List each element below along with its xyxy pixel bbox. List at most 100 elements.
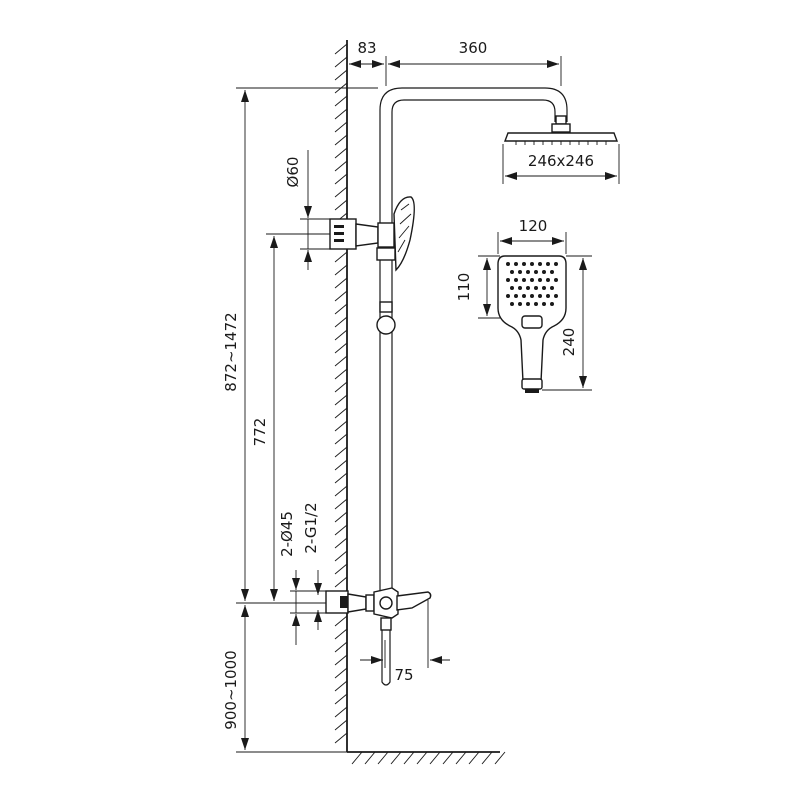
hatch-line <box>334 160 348 172</box>
hatch-line <box>334 498 348 510</box>
dim-arm-length: 360 <box>459 39 488 57</box>
nozzle-dot <box>554 278 558 282</box>
nozzle-dot <box>510 302 514 306</box>
nozzle-dot <box>550 302 554 306</box>
hatch-line <box>334 693 348 705</box>
nozzle-dot <box>530 294 534 298</box>
thermostatic-mixer <box>325 587 432 686</box>
nozzle-dot <box>542 270 546 274</box>
hatch-line <box>334 537 348 549</box>
dim-wall-offset: 83 <box>357 39 376 57</box>
hatch-line <box>334 277 348 289</box>
nozzle-dot <box>550 286 554 290</box>
floor-hatching <box>351 751 506 765</box>
dimension-lines <box>236 56 620 753</box>
hatch-line <box>334 199 348 211</box>
hatch-line <box>334 472 348 484</box>
nozzle-dot <box>534 302 538 306</box>
hatch-line <box>334 147 348 159</box>
riser-pipe <box>379 87 568 592</box>
dim-slide-height: 772 <box>251 418 269 447</box>
hatch-line <box>334 394 348 406</box>
hatch-line <box>334 563 348 575</box>
hatch-line <box>494 751 506 765</box>
hatch-line <box>416 751 428 765</box>
hatch-line <box>390 751 402 765</box>
nozzle-dot <box>542 302 546 306</box>
dim-inlet-thread: 2-G1/2 <box>302 502 320 553</box>
nozzle-dot <box>522 278 526 282</box>
hatch-line <box>334 108 348 120</box>
hatch-line <box>334 355 348 367</box>
nozzle-dot <box>522 294 526 298</box>
hatch-line <box>334 511 348 523</box>
wall <box>334 40 348 752</box>
dim-head-size: 246x246 <box>528 152 594 170</box>
nozzle-dot <box>534 270 538 274</box>
hatch-line <box>377 751 389 765</box>
handshower-on-riser <box>376 196 415 335</box>
hatch-line <box>334 186 348 198</box>
nozzle-dot <box>550 270 554 274</box>
hatch-line <box>334 342 348 354</box>
handshower-nozzles <box>506 262 558 306</box>
hatch-line <box>334 264 348 276</box>
floor <box>347 751 506 765</box>
hatch-line <box>334 420 348 432</box>
hatch-line <box>334 680 348 692</box>
nozzle-dot <box>554 294 558 298</box>
nozzle-dot <box>546 262 550 266</box>
hatch-line <box>334 368 348 380</box>
hatch-line <box>334 641 348 653</box>
hatch-line <box>334 121 348 133</box>
hatch-line <box>455 751 467 765</box>
hatch-line <box>334 251 348 263</box>
hatch-line <box>364 751 376 765</box>
dim-floor-height: 900~1000 <box>222 650 240 729</box>
hatch-line <box>334 433 348 445</box>
hatch-line <box>334 43 348 55</box>
hatch-line <box>334 173 348 185</box>
hatch-line <box>334 69 348 81</box>
dim-handshower-width: 120 <box>519 217 548 235</box>
rain-head-nozzles <box>515 141 607 145</box>
hatch-line <box>334 550 348 562</box>
hatch-line <box>334 316 348 328</box>
hatch-line <box>334 706 348 718</box>
hatch-line <box>334 459 348 471</box>
nozzle-dot <box>534 286 538 290</box>
nozzle-dot <box>506 294 510 298</box>
dim-handshower-head-height: 110 <box>455 273 473 302</box>
wall-hatching <box>334 43 348 744</box>
hatch-line <box>334 485 348 497</box>
nozzle-dot <box>542 286 546 290</box>
nozzle-dot <box>538 262 542 266</box>
hatch-line <box>334 628 348 640</box>
dim-inlet-diameter: 2-Ø45 <box>278 511 296 557</box>
nozzle-dot <box>522 262 526 266</box>
dim-total-height: 872~1472 <box>222 312 240 391</box>
nozzle-dot <box>514 262 518 266</box>
handshower-detail <box>497 255 567 393</box>
hatch-line <box>334 654 348 666</box>
hatch-line <box>334 407 348 419</box>
nozzle-dot <box>530 278 534 282</box>
hatch-line <box>481 751 493 765</box>
nozzle-dot <box>518 286 522 290</box>
nozzle-dot <box>506 262 510 266</box>
nozzle-dot <box>518 302 522 306</box>
dim-spout-length: 75 <box>394 666 413 684</box>
hatch-line <box>334 329 348 341</box>
hatch-line <box>334 303 348 315</box>
hatch-line <box>334 732 348 744</box>
nozzle-dot <box>538 278 542 282</box>
nozzle-dot <box>506 278 510 282</box>
nozzle-dot <box>546 278 550 282</box>
nozzle-dot <box>510 270 514 274</box>
nozzle-dot <box>526 302 530 306</box>
hatch-line <box>334 576 348 588</box>
hatch-line <box>351 751 363 765</box>
nozzle-dot <box>526 270 530 274</box>
hatch-line <box>334 95 348 107</box>
